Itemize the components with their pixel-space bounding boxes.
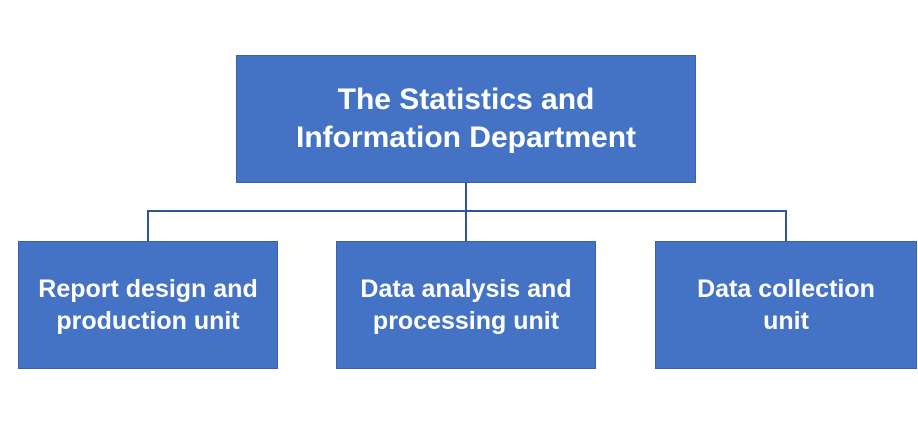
child-node-label: Report design and production unit	[38, 275, 258, 335]
root-node-label: The Statistics and Information Departmen…	[295, 82, 637, 154]
child-node-label: Data analysis and processing unit	[360, 275, 572, 335]
child-node-report-design: Report design and production unit	[18, 241, 278, 369]
child-node-label: Data collection unit	[697, 275, 875, 335]
child-node-data-collection: Data collection unit	[655, 241, 917, 369]
root-node-statistics-department: The Statistics and Information Departmen…	[236, 55, 696, 183]
child-node-data-analysis: Data analysis and processing unit	[336, 241, 596, 369]
